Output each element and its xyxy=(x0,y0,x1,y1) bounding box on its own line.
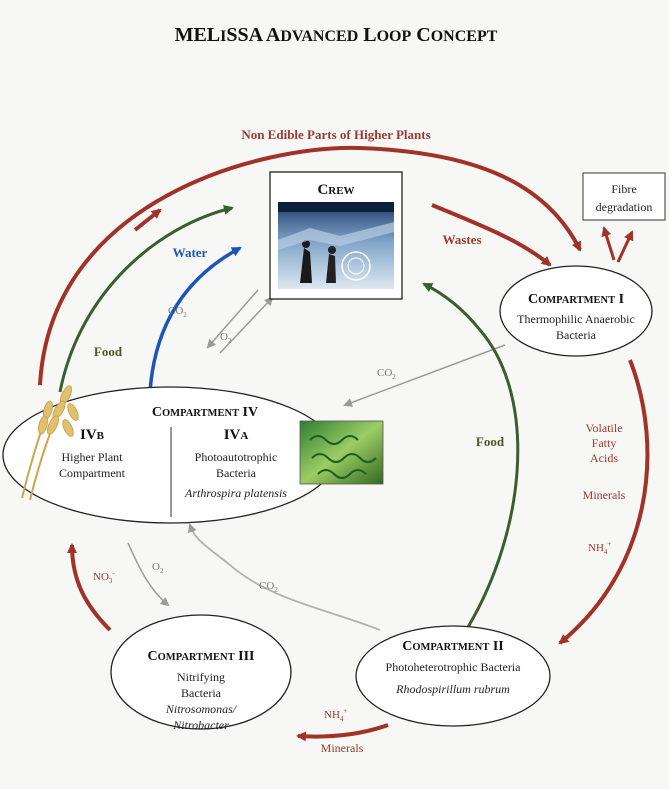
label-nh4-right: NH4+ xyxy=(588,540,611,556)
label-water: Water xyxy=(173,245,208,260)
compartment-4a-title: IVA xyxy=(224,427,249,443)
arrow-co2-diag xyxy=(343,344,506,407)
arrow-fibre-up xyxy=(601,226,616,261)
label-minerals-bottom: Minerals xyxy=(321,741,364,755)
compartment-4a-line1: Photoautotrophic xyxy=(195,450,278,464)
compartment-3-line4: Nitrobacter xyxy=(172,718,229,732)
compartment-2-line1: Photoheterotrophic Bacteria xyxy=(386,660,522,674)
compartment-3-line2: Bacteria xyxy=(181,686,222,700)
label-o2-bottom: O2 xyxy=(152,561,164,575)
arrow-food-left xyxy=(58,204,234,393)
compartment-4a-line2: Bacteria xyxy=(216,466,257,480)
arrow-non-edible-head xyxy=(133,208,162,232)
compartment-3 xyxy=(110,614,292,730)
label-wastes: Wastes xyxy=(443,232,482,247)
label-co2-mid: CO2 xyxy=(259,580,278,594)
label-no3: NO3- xyxy=(93,569,115,585)
crew-photo xyxy=(278,202,394,289)
fibre-label-2: degradation xyxy=(596,200,653,214)
label-non-edible: Non Edible Parts of Higher Plants xyxy=(241,127,430,142)
compartment-2-line2: Rhodospirillum rubrum xyxy=(395,682,510,696)
arrow-co2-mid xyxy=(187,523,381,631)
compartment-1-title: COMPARTMENT I xyxy=(528,292,624,307)
compartment-3-title: COMPARTMENT III xyxy=(148,649,255,664)
compartment-4b-title: IVB xyxy=(80,427,105,443)
compartment-2 xyxy=(355,625,551,727)
label-o2-top: O2 xyxy=(220,331,232,345)
label-minerals-right: Minerals xyxy=(583,488,626,502)
spirulina-image xyxy=(299,420,384,485)
arrow-o2-top xyxy=(219,296,274,354)
arrow-c1-to-c2 xyxy=(558,359,650,645)
compartment-1-line1: Thermophilic Anaerobic xyxy=(517,312,635,326)
compartment-2-title: COMPARTMENT II xyxy=(402,639,504,654)
fibre-label-1: Fibre xyxy=(611,182,636,196)
crew-title: CREW xyxy=(317,182,354,198)
label-co2-top: CO2 xyxy=(168,305,187,319)
arrow-water xyxy=(148,246,242,393)
compartment-4-title: COMPARTMENT IV xyxy=(152,405,258,420)
compartment-4b-line1: Higher Plant xyxy=(62,450,124,464)
label-food-left: Food xyxy=(94,344,123,359)
arrow-non-edible-to-c1 xyxy=(38,145,582,386)
compartment-3-line3: Nitrosomonas/ xyxy=(165,702,238,716)
fibre-box xyxy=(582,172,666,221)
compartment-4a-line3: Arthrospira platensis xyxy=(184,486,287,500)
arrow-nh4-bottom xyxy=(296,723,389,742)
diagram-title: MELISSA ADVANCED LOOP CONCEPT xyxy=(175,24,498,46)
arrow-no3 xyxy=(67,543,112,632)
label-food-right: Food xyxy=(476,434,505,449)
compartment-1 xyxy=(499,265,653,357)
label-nh4-bottom: NH4+ xyxy=(324,707,347,723)
label-vfa-3: Acids xyxy=(590,451,618,465)
arrow-food-right xyxy=(422,282,520,641)
arrow-wastes xyxy=(431,203,552,267)
compartment-1-line2: Bacteria xyxy=(556,328,597,342)
arrow-co2-top xyxy=(206,289,259,349)
compartment-3-line1: Nitrifying xyxy=(177,670,225,684)
label-co2-diag: CO2 xyxy=(377,367,396,381)
arrow-fibre-down xyxy=(616,230,634,263)
compartment-4b-line2: Compartment xyxy=(59,466,126,480)
wheat-icon xyxy=(21,385,79,501)
arrow-o2-bottom xyxy=(127,542,170,607)
label-vfa-1: Volatile xyxy=(585,421,622,435)
label-vfa-2: Fatty xyxy=(592,436,617,450)
